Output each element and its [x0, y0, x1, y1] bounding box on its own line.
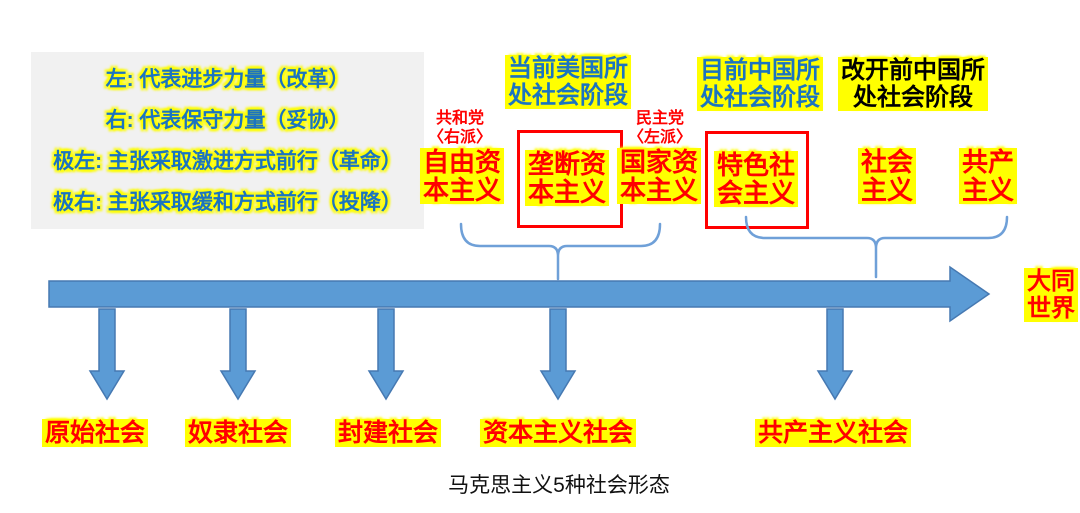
- stage-chinese-socialism: 特色社 会主义: [713, 151, 799, 207]
- end-label-line1: 大同: [1024, 268, 1078, 295]
- era-primitive-text: 原始社会: [41, 419, 149, 447]
- stage-communism: 共产 主义: [958, 148, 1018, 204]
- brace-communism-group: [744, 215, 1009, 279]
- down-arrow-primitive: [88, 308, 126, 401]
- header-us-line2: 处社会阶段: [505, 82, 631, 109]
- era-slave-text: 奴隶社会: [184, 419, 292, 447]
- header-us-line1: 当前美国所: [505, 55, 631, 82]
- party-republican-name: 共和党: [435, 110, 485, 127]
- diagram-caption: 马克思主义5种社会形态: [448, 474, 670, 497]
- stage-free-capitalism-line1: 自由资: [419, 148, 505, 176]
- header-china-pre-line1: 改开前中国所: [838, 57, 988, 84]
- party-label-republican: 共和党 〈右派〉: [428, 109, 492, 147]
- stage-chinese-socialism-line1: 特色社: [713, 151, 799, 179]
- down-arrow-communist: [816, 308, 854, 401]
- down-arrow-capitalist: [539, 308, 577, 401]
- stage-communism-line1: 共产: [958, 148, 1018, 176]
- era-feudal-text: 封建社会: [334, 419, 442, 447]
- era-feudal-society: 封建社会: [334, 419, 442, 447]
- legend-line-far-left: 极左: 主张采取激进方式前行（革命）: [53, 149, 402, 173]
- header-china-now-line2: 处社会阶段: [697, 84, 823, 111]
- party-democrat-name: 民主党: [635, 110, 685, 127]
- stage-monopoly-capitalism-line1: 垄断资: [524, 150, 610, 178]
- header-us-current-stage: 当前美国所 处社会阶段: [505, 55, 631, 109]
- era-capitalist-text: 资本主义社会: [479, 419, 637, 447]
- stage-monopoly-capitalism: 垄断资 本主义: [524, 150, 610, 206]
- timeline-right-arrow: [48, 265, 991, 323]
- timeline-end-label: 大同 世界: [1024, 268, 1078, 322]
- stage-socialism-line2: 主义: [857, 176, 917, 204]
- emphasis-box-chinese-socialism: [705, 131, 809, 229]
- down-arrow-feudal: [367, 308, 405, 401]
- era-slave-society: 奴隶社会: [184, 419, 292, 447]
- brace-capitalism-group: [459, 222, 662, 281]
- era-communist-text: 共产主义社会: [754, 419, 912, 447]
- stage-monopoly-capitalism-line2: 本主义: [524, 178, 610, 206]
- stage-chinese-socialism-line2: 会主义: [713, 179, 799, 207]
- era-capitalist-society: 资本主义社会: [479, 419, 637, 447]
- stage-state-capitalism-line2: 本主义: [616, 176, 702, 204]
- legend-line-far-right: 极右: 主张采取缓和方式前行（投降）: [53, 190, 402, 214]
- stage-state-capitalism: 国家资 本主义: [616, 148, 702, 204]
- party-republican-wing: 〈右派〉: [427, 129, 493, 146]
- legend-box: 左: 代表进步力量（改革） 右: 代表保守力量（妥协） 极左: 主张采取激进方式…: [31, 52, 424, 229]
- end-label-line2: 世界: [1024, 295, 1078, 322]
- legend-line-right: 右: 代表保守力量（妥协）: [105, 108, 350, 132]
- era-communist-society: 共产主义社会: [754, 419, 912, 447]
- header-china-pre-line2: 处社会阶段: [838, 84, 988, 111]
- stage-socialism: 社会 主义: [857, 148, 917, 204]
- stage-free-capitalism-line2: 本主义: [419, 176, 505, 204]
- down-arrow-slave: [219, 308, 257, 401]
- header-china-current-stage: 目前中国所 处社会阶段: [697, 57, 823, 111]
- legend-line-left: 左: 代表进步力量（改革）: [105, 67, 350, 91]
- party-democrat-wing: 〈左派〉: [627, 129, 693, 146]
- stage-socialism-line1: 社会: [857, 148, 917, 176]
- stage-state-capitalism-line1: 国家资: [616, 148, 702, 176]
- header-china-now-line1: 目前中国所: [697, 57, 823, 84]
- header-china-prereform-stage: 改开前中国所 处社会阶段: [838, 57, 988, 111]
- stage-communism-line2: 主义: [958, 176, 1018, 204]
- era-primitive-society: 原始社会: [41, 419, 149, 447]
- stage-free-capitalism: 自由资 本主义: [419, 148, 505, 204]
- party-label-democrat: 民主党 〈左派〉: [628, 109, 692, 147]
